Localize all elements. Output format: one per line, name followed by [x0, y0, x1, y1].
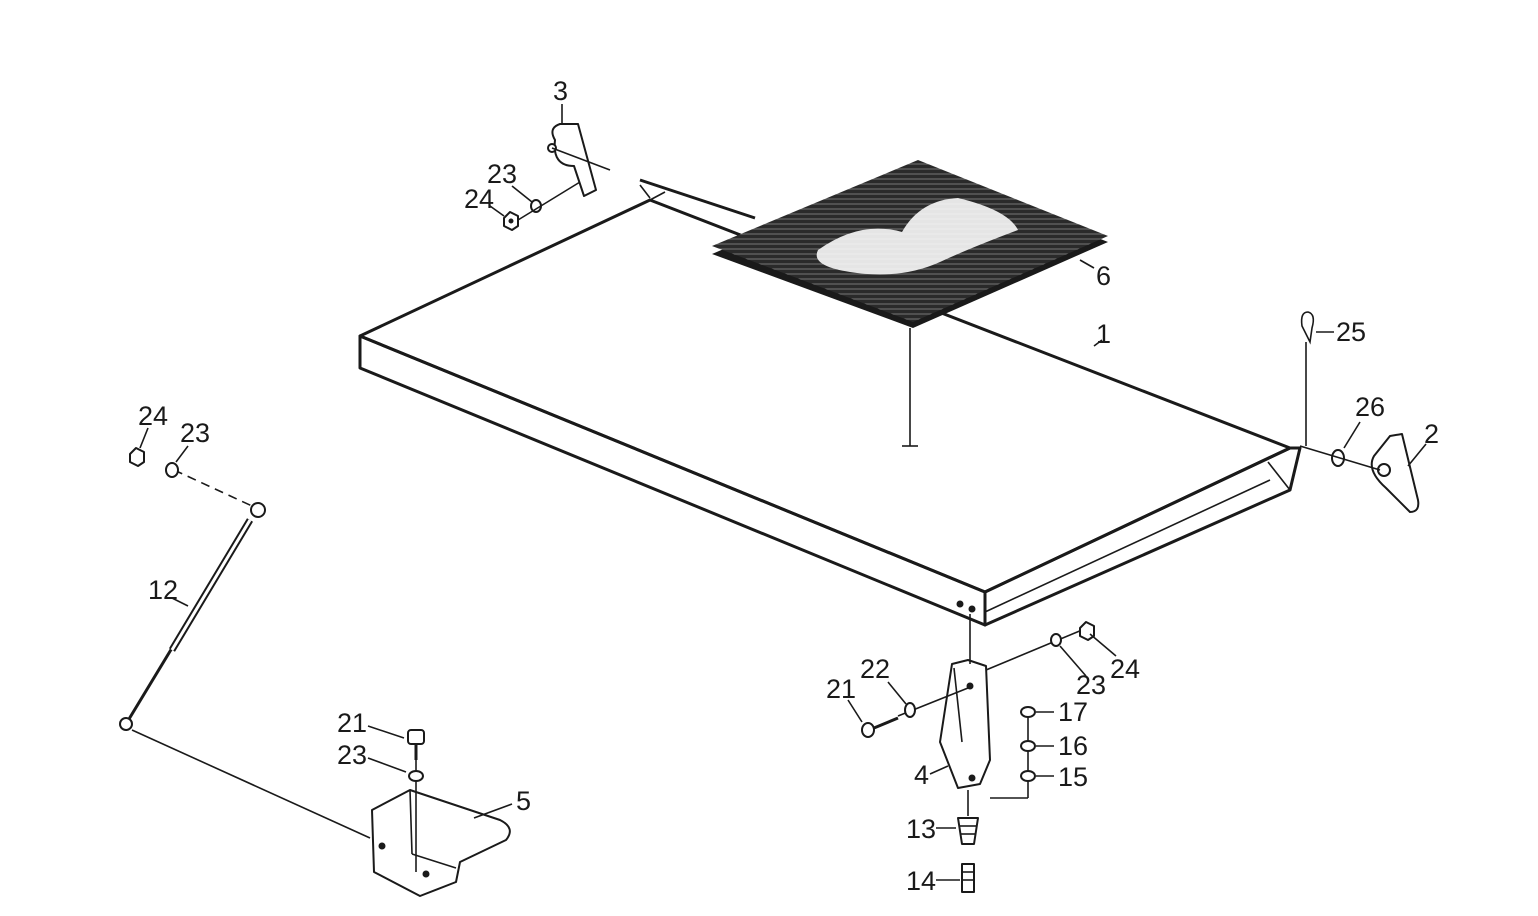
- callout-15: 15: [1058, 762, 1088, 792]
- callout-24-leg: 24: [1110, 654, 1140, 684]
- callout-5: 5: [516, 786, 531, 816]
- callout-21-leg: 21: [826, 674, 856, 704]
- bolt-21-leg: [861, 716, 899, 738]
- nut-24-top: [503, 211, 519, 231]
- callout-23-bracket: 23: [337, 740, 367, 770]
- washer-23-strut: [165, 462, 179, 478]
- nut-24-strut: [129, 447, 145, 467]
- gas-strut: [119, 502, 266, 731]
- callout-22: 22: [860, 654, 890, 684]
- callout-13: 13: [906, 814, 936, 844]
- strut-bottom-axis: [131, 729, 371, 839]
- callout-1: 1: [1096, 319, 1111, 349]
- leg-side-axis: [985, 629, 1083, 671]
- hinge-rod: [639, 178, 756, 220]
- leveling-hw-stack: [990, 706, 1036, 799]
- callout-23-leg: 23: [1076, 670, 1106, 700]
- table-top: [358, 191, 1302, 627]
- callout-23-top: 23: [487, 159, 517, 189]
- callout-25: 25: [1336, 317, 1366, 347]
- strut-top-axis: [173, 469, 253, 507]
- leader-lines: [139, 104, 1427, 881]
- anti-slip-mat: [712, 160, 1108, 328]
- callout-21-bracket: 21: [337, 708, 367, 738]
- callout-3: 3: [553, 76, 568, 106]
- washer-22: [904, 702, 916, 718]
- callout-14: 14: [906, 866, 936, 896]
- callout-24-top: 24: [464, 184, 494, 214]
- hinge-bracket-left: [547, 123, 597, 197]
- screw-14: [961, 863, 975, 893]
- callout-4: 4: [914, 760, 929, 790]
- callout-26: 26: [1355, 392, 1385, 422]
- callout-12: 12: [148, 575, 178, 605]
- leader-bracket-3: [551, 147, 611, 171]
- strut-bracket: [371, 789, 511, 897]
- washer-23-leg: [1050, 633, 1062, 647]
- split-pin-25: [1300, 311, 1315, 446]
- hw-axis-right: [1299, 445, 1381, 471]
- washer-23-bracket: [408, 770, 424, 782]
- callout-2: 2: [1424, 419, 1439, 449]
- callout-16: 16: [1058, 731, 1088, 761]
- rubber-foot-13: [957, 817, 979, 845]
- callout-17: 17: [1058, 697, 1088, 727]
- callout-24-strut: 24: [138, 401, 168, 431]
- hw-axis-top: [517, 181, 581, 221]
- callout-6: 6: [1096, 261, 1111, 291]
- hinge-bracket-right: [1370, 433, 1420, 513]
- nut-24-leg: [1079, 621, 1095, 641]
- leg-bracket: [939, 659, 991, 789]
- bolt-21-bracket: [407, 729, 425, 760]
- callout-23-strut: 23: [180, 418, 210, 448]
